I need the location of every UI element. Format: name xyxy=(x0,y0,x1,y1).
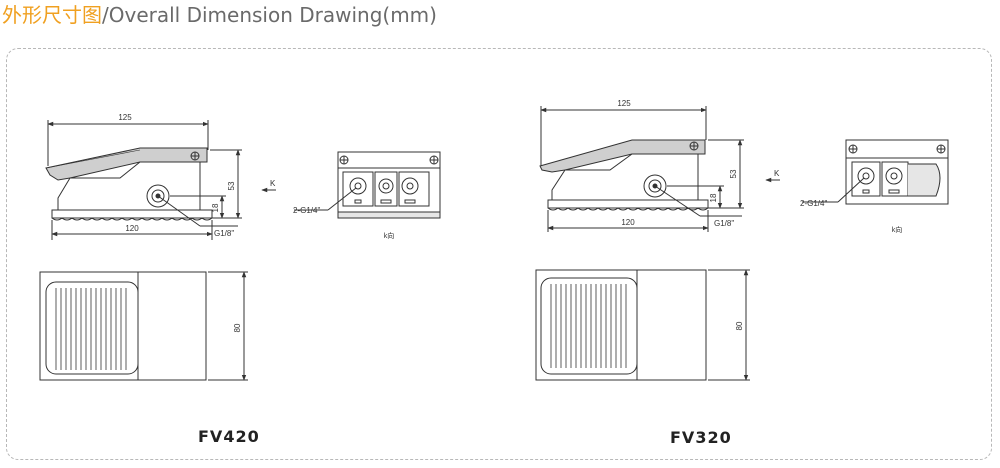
fv420-model-label: FV420 xyxy=(198,427,260,446)
fv320-dim-length-bottom: 120 xyxy=(621,218,635,227)
fv420-dim-height: 53 xyxy=(227,181,236,190)
fv420-dim-width: 80 xyxy=(233,323,242,332)
fv420-dim-port-height: 18 xyxy=(211,203,220,212)
fv320-side-port-label: 2-G1/4" xyxy=(800,199,827,208)
page-title: 外形尺寸图/Overall Dimension Drawing(mm) xyxy=(2,3,437,27)
fv320-view-arrow-label: K xyxy=(774,169,780,178)
fv320-dim-port-height: 18 xyxy=(709,193,718,202)
fv320-dim-width: 80 xyxy=(735,321,744,330)
fv420-port-label: G1/8" xyxy=(214,229,234,238)
fv420-dim-length-bottom: 120 xyxy=(125,224,139,233)
fv420-side-view: 125 53 18 120 xyxy=(45,113,276,240)
fv320-drawing: 125 53 18 120 G1/8" K xyxy=(535,99,949,381)
fv320-view-label: k向 xyxy=(892,225,903,234)
fv320-model-label: FV320 xyxy=(670,428,732,447)
fv320-side-view: 125 53 18 120 G1/8" K xyxy=(539,99,780,232)
fv420-view-label: k向 xyxy=(384,231,395,240)
fv420-side-port-label: 2-G1/4" xyxy=(293,206,320,215)
fv420-k-view: 2-G1/4" k向 xyxy=(293,151,441,240)
fv320-k-view: 2-G1/4" k向 xyxy=(800,139,949,234)
fv320-port-label: G1/8" xyxy=(714,219,734,228)
fv320-dim-height: 53 xyxy=(729,169,738,178)
fv320-top-view: 80 xyxy=(535,269,750,381)
title-english: /Overall Dimension Drawing(mm) xyxy=(102,3,437,27)
fv420-drawing: 125 53 18 120 xyxy=(39,113,441,381)
fv320-dim-length-top: 125 xyxy=(617,99,631,108)
fv420-top-view: 80 xyxy=(39,271,248,381)
title-chinese: 外形尺寸图 xyxy=(2,3,102,27)
fv420-view-arrow-label: K xyxy=(270,179,276,188)
fv420-dim-length-top: 125 xyxy=(118,113,132,122)
drawing-frame xyxy=(6,48,992,460)
